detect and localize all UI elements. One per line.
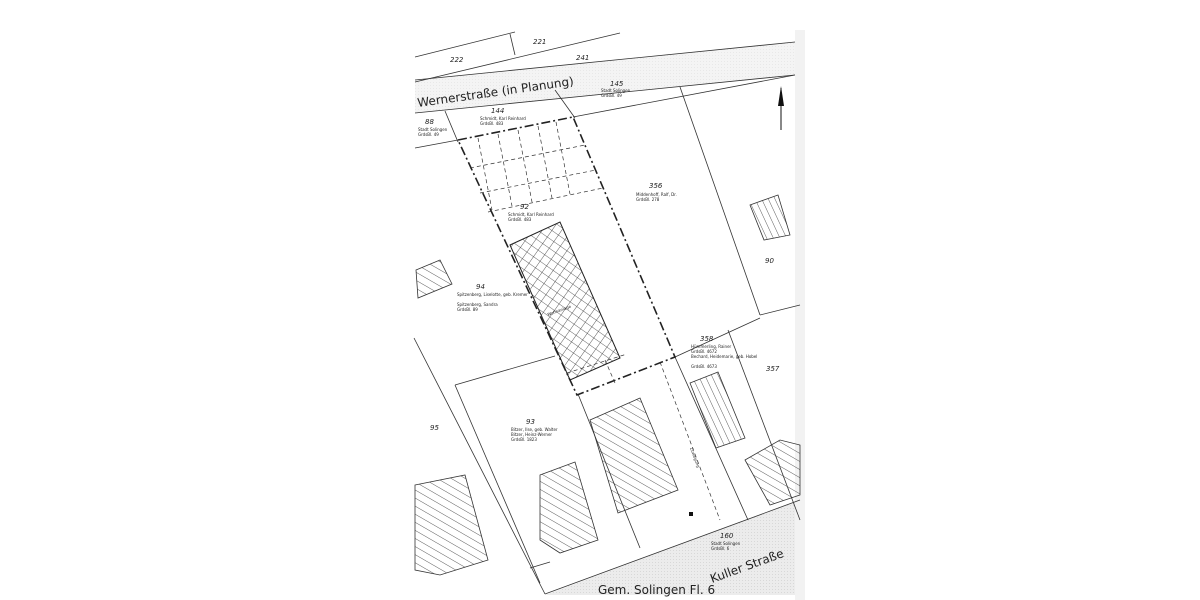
svg-text:Stadt Solingen: Stadt Solingen [601,88,631,93]
building-93 [589,397,679,514]
svg-text:Stadt Solingen: Stadt Solingen [711,541,741,546]
svg-text:Spitzenberg, Sandra: Spitzenberg, Sandra [457,302,498,307]
building-357 [744,439,801,506]
parcel-356: 356 [649,182,663,190]
parcel-221: 221 [533,38,546,46]
map-right-margin [795,30,805,600]
svg-text:GrdsBl. 49: GrdsBl. 49 [418,132,439,137]
stairs-358 [689,371,746,449]
sheet-label: Gem. Solingen Fl. 6 [598,583,715,597]
svg-text:GrdsBl. 4673: GrdsBl. 4673 [691,364,717,369]
driveway-label: Zuwegung [689,447,701,469]
parcel-88: 88 [425,118,434,126]
parcel-lines [413,31,801,595]
svg-text:GrdsBl. 49: GrdsBl. 49 [601,93,622,98]
svg-text:Middenhoff, Ralf, Dr.: Middenhoff, Ralf, Dr. [636,192,677,197]
parcel-357: 357 [766,365,780,373]
manhole-icon [689,512,693,516]
svg-text:Schmidt, Karl Reinhard: Schmidt, Karl Reinhard [480,116,526,121]
parcel-160: 160 [720,532,734,540]
parcel-145: 145 [610,80,624,88]
svg-text:Hümmerling, Rainer: Hümmerling, Rainer [691,344,732,349]
svg-text:Bitzer, Heinz-Werner: Bitzer, Heinz-Werner [511,432,552,437]
parcel-94: 94 [476,283,485,291]
svg-text:Bechard, Heidemarie, geb. Hobe: Bechard, Heidemarie, geb. Hobel [691,354,757,359]
parcel-93: 93 [526,418,535,426]
building-95 [414,474,489,576]
svg-text:GrdsBl. 6: GrdsBl. 6 [711,546,730,551]
svg-text:Bitzer, Ilse, geb. Walter: Bitzer, Ilse, geb. Walter [511,427,558,432]
parcel-144: 144 [491,107,504,115]
svg-text:GrdsBl. 89: GrdsBl. 89 [457,307,478,312]
parcel-241: 241 [576,54,589,62]
svg-text:GrdsBl. 4672: GrdsBl. 4672 [691,349,717,354]
parcel-90: 90 [765,257,774,265]
building-94 [415,259,453,299]
lot-92-boundary [456,116,677,397]
svg-text:Spitzenberg, Liselotte, geb. K: Spitzenberg, Liselotte, geb. Kremer [457,292,528,297]
north-arrow-icon [778,86,784,130]
parcel-222: 222 [450,56,464,64]
parcel-95: 95 [430,424,439,432]
parcel-358: 358 [700,335,714,343]
planned-building [509,221,621,381]
svg-text:Schmidt, Karl Reinhard: Schmidt, Karl Reinhard [508,212,554,217]
building-93b [539,461,599,554]
svg-text:GrdsBl. 278: GrdsBl. 278 [636,197,660,202]
svg-text:GrdsBl. 1823: GrdsBl. 1823 [511,437,537,442]
svg-text:GrdsBl. 483: GrdsBl. 483 [508,217,532,222]
svg-text:Stadt Solingen: Stadt Solingen [418,127,448,132]
svg-text:GrdsBl. 483: GrdsBl. 483 [480,121,504,126]
street-area-north [415,42,795,113]
stairs-90 [749,194,791,241]
parcel-92: 92 [520,203,529,211]
